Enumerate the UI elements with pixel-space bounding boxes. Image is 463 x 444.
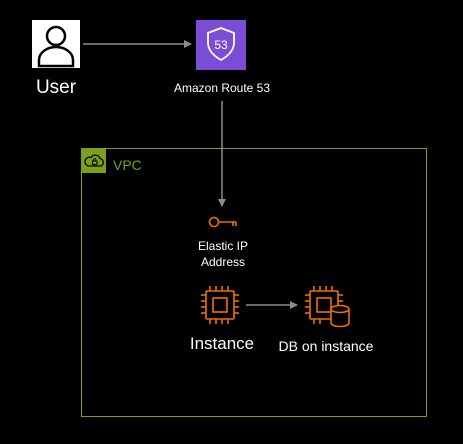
vpc-label: VPC — [113, 157, 142, 173]
route53-badge: 53 — [214, 38, 228, 52]
db-label: DB on instance — [278, 338, 374, 354]
ec2-chip-icon — [201, 286, 239, 324]
vpc-cloud-lock-icon — [82, 149, 106, 173]
route53-label: Amazon Route 53 — [173, 81, 271, 95]
elastic-ip-label: Elastic IP Address — [197, 239, 248, 269]
user-icon — [32, 20, 80, 68]
route53-shield-icon: 53 — [196, 20, 246, 70]
key-icon — [208, 216, 237, 228]
user-label: User — [35, 77, 77, 98]
vpc-group-border — [81, 148, 427, 417]
chip-database-icon — [305, 286, 350, 328]
instance-label: Instance — [189, 334, 255, 353]
